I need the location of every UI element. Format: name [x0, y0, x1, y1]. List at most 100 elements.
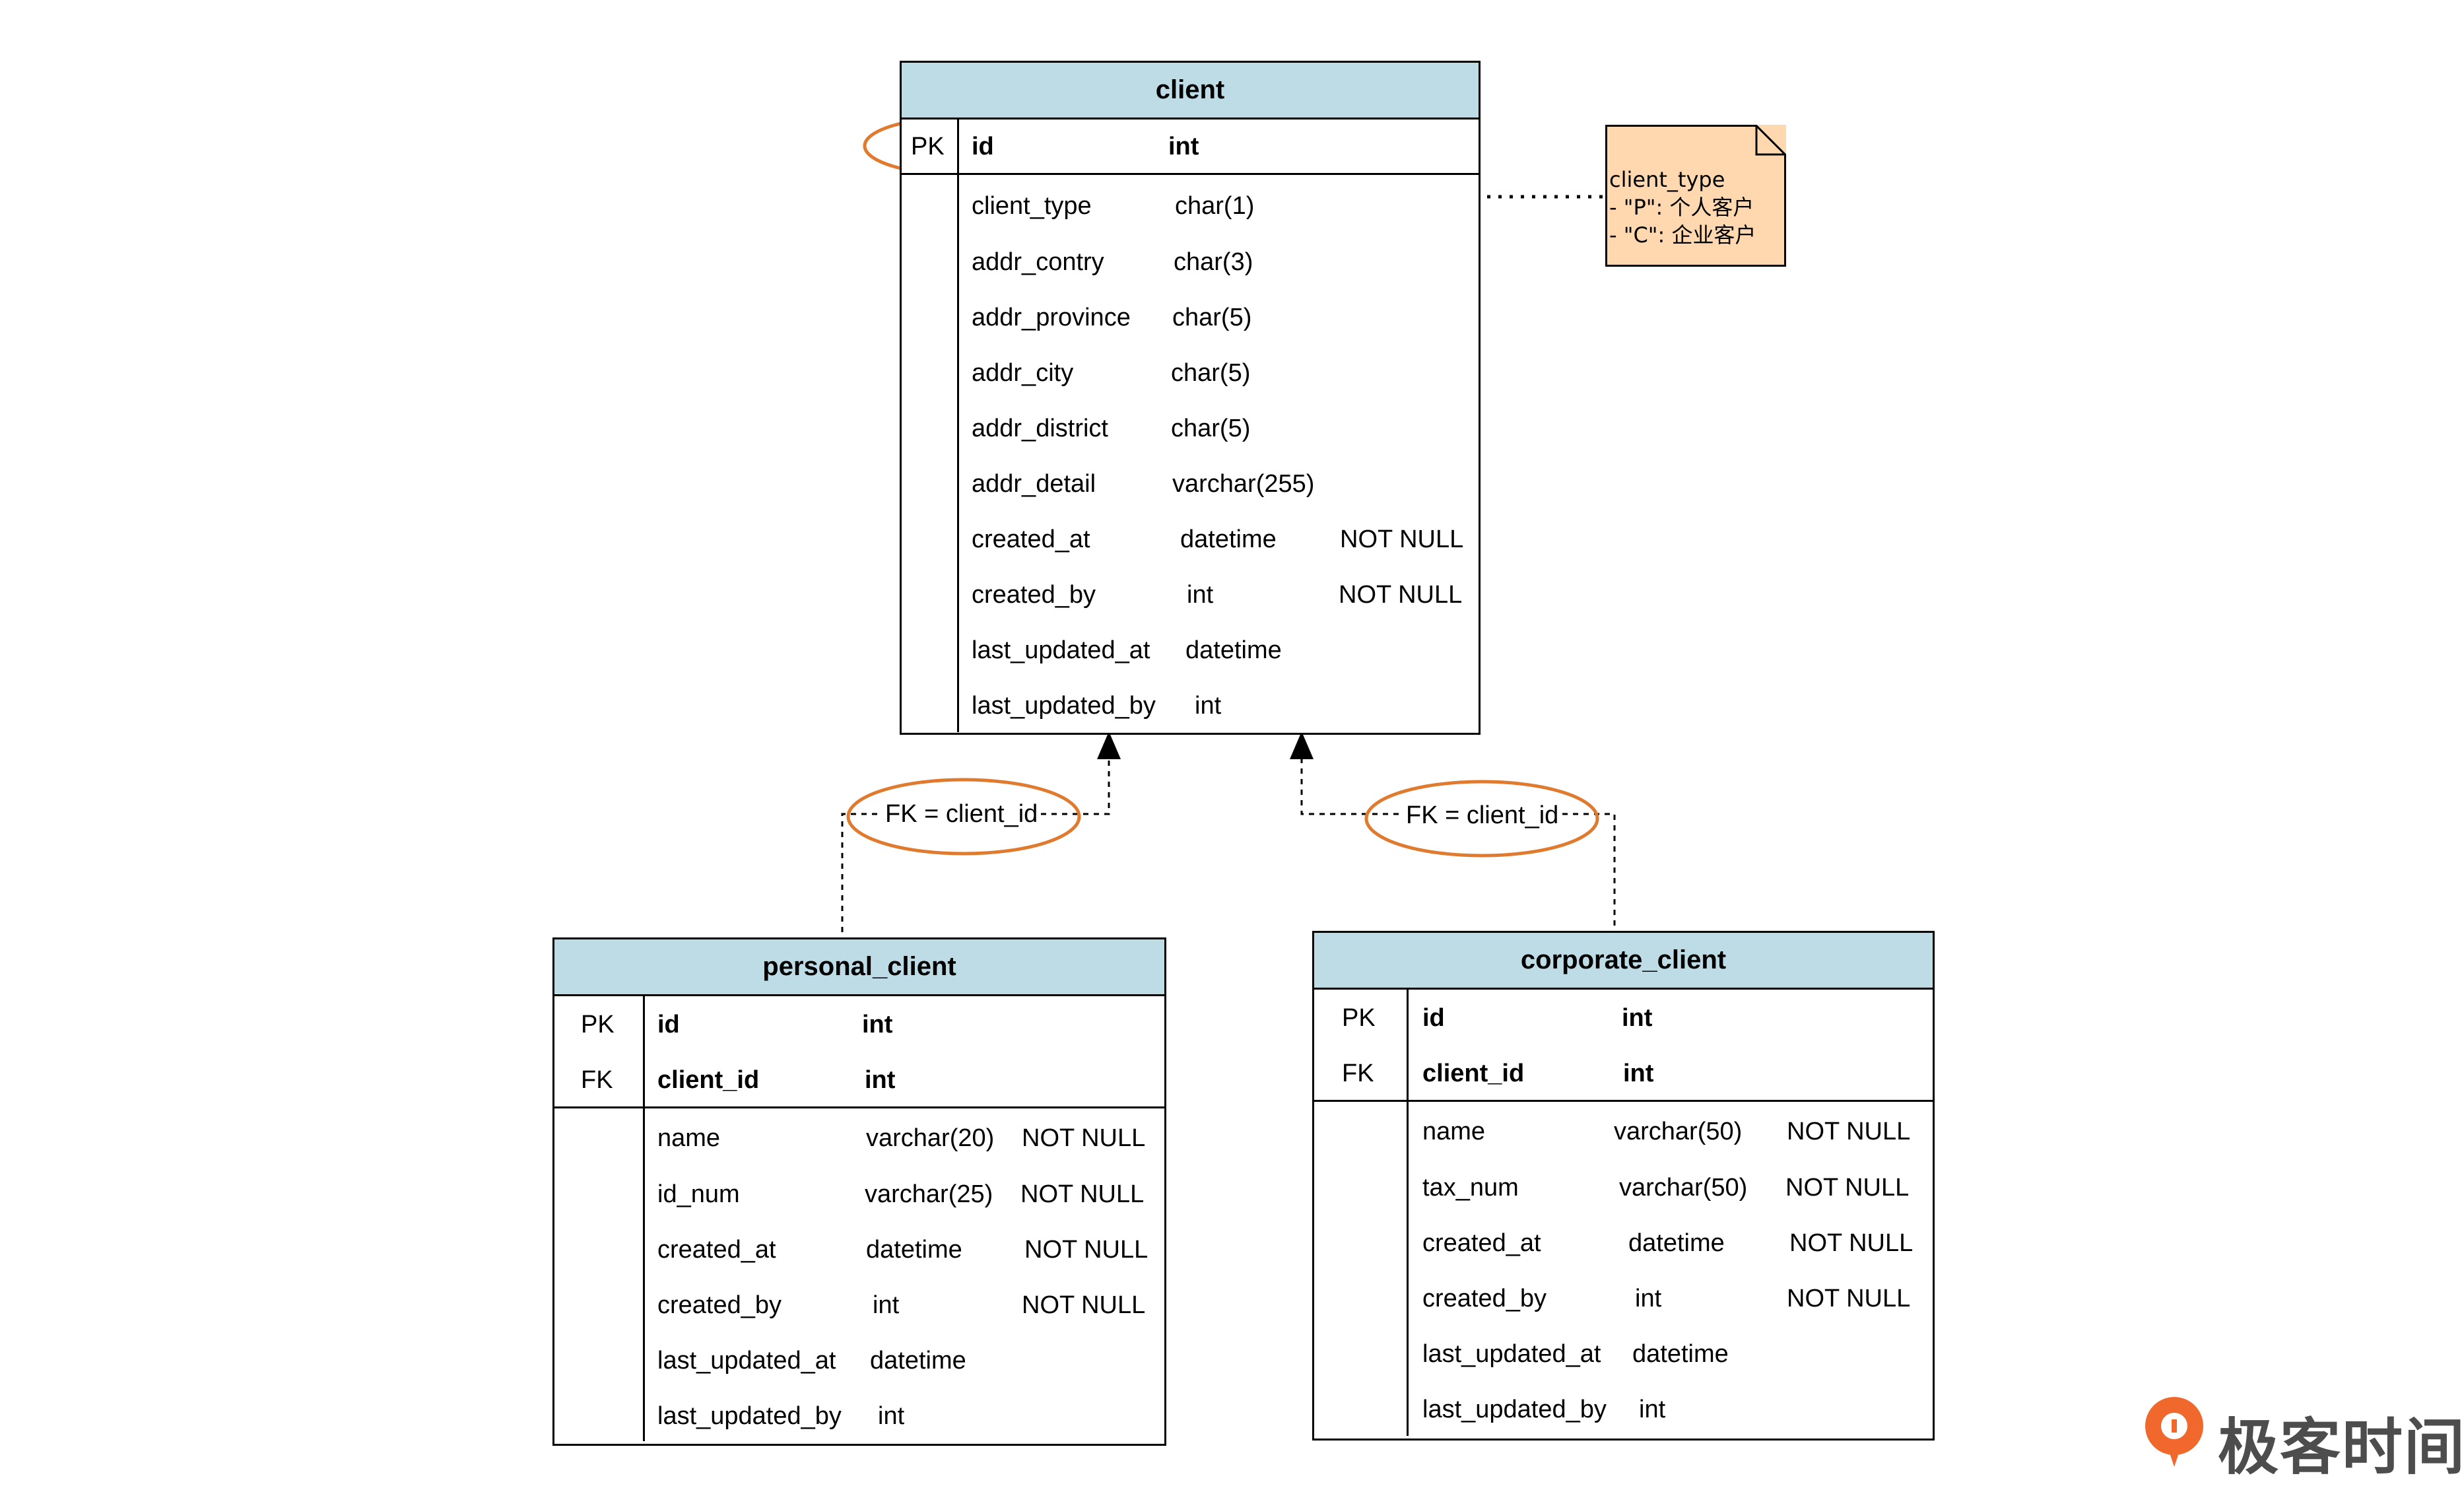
field-name: last_updated_at [1422, 1340, 1601, 1368]
field-type: datetime [870, 1347, 966, 1374]
field-row: addr_province char(5) [902, 287, 1479, 342]
relation-arrow-personal [1097, 731, 1121, 759]
field-row: tax_num varchar(50) NOT NULL [1314, 1158, 1933, 1213]
field-name: id [1422, 1004, 1445, 1032]
relation-label-corporate: FK = client_id [1403, 801, 1562, 830]
field-row: last_updated_by int [554, 1386, 1164, 1442]
field-name: created_at [657, 1236, 776, 1264]
field-constraint: NOT NULL [1022, 1291, 1146, 1319]
highlight-fk-corporate [1364, 780, 1599, 858]
key-marker: PK [581, 1011, 615, 1038]
field-type: int [1639, 1396, 1666, 1423]
field-type: datetime [1180, 526, 1277, 553]
field-type: datetime [1185, 636, 1282, 664]
note-text: client_type - "P": 个人客户 - "C": 企业客户 [1609, 166, 1756, 249]
key-row: PK id int [902, 119, 1479, 173]
field-row: created_by int NOT NULL [554, 1275, 1164, 1331]
note-line: - "P": 个人客户 [1609, 195, 1754, 220]
field-row: name varchar(50) NOT NULL [1314, 1102, 1933, 1158]
field-name: addr_district [972, 415, 1108, 442]
field-row: created_at datetime NOT NULL [902, 508, 1479, 564]
relation-line-personal [841, 753, 1110, 932]
field-type: int [1195, 692, 1222, 720]
field-name: addr_detail [972, 470, 1096, 498]
field-constraint: NOT NULL [1339, 581, 1463, 609]
field-row: addr_detail varchar(255) [902, 453, 1479, 508]
field-name: name [1422, 1118, 1486, 1145]
field-name: addr_province [972, 304, 1131, 331]
note-line: - "C": 企业客户 [1609, 222, 1756, 248]
field-row: last_updated_by int [1314, 1380, 1933, 1435]
field-type: char(5) [1171, 415, 1251, 442]
field-name: client_type [972, 192, 1092, 220]
field-type: datetime [1628, 1229, 1725, 1257]
table-title: client [902, 63, 1479, 119]
field-row: last_updated_by int [902, 675, 1479, 730]
field-name: created_by [972, 581, 1096, 609]
key-section: PK id int [902, 119, 1479, 175]
field-name: id [972, 133, 994, 160]
field-type: varchar(25) [865, 1180, 993, 1208]
field-constraint: NOT NULL [1022, 1124, 1146, 1152]
field-type: varchar(50) [1619, 1174, 1748, 1202]
field-row: addr_contry char(3) [902, 231, 1479, 287]
field-constraint: NOT NULL [1785, 1174, 1910, 1202]
field-section: client_type char(1) addr_contry char(3) … [902, 175, 1479, 735]
field-name: name [657, 1124, 721, 1152]
field-type: char(5) [1172, 304, 1252, 331]
field-name: id [657, 1011, 680, 1038]
field-section: name varchar(20) NOT NULL id_num varchar… [554, 1108, 1164, 1444]
field-constraint: NOT NULL [1020, 1180, 1145, 1208]
field-constraint: NOT NULL [1789, 1229, 1914, 1257]
field-type: int [1168, 133, 1199, 160]
field-constraint: NOT NULL [1340, 526, 1464, 553]
field-row: addr_district char(5) [902, 397, 1479, 453]
key-row: PK id int [554, 996, 1164, 1052]
key-marker: PK [911, 133, 945, 160]
field-name: tax_num [1422, 1174, 1519, 1202]
field-type: int [873, 1291, 900, 1319]
field-name: id_num [657, 1180, 740, 1208]
table-corporate-client: corporate_client PK id int FK client_id … [1312, 931, 1935, 1441]
field-name: addr_city [972, 359, 1074, 387]
field-type: char(5) [1171, 359, 1251, 387]
field-row: last_updated_at datetime [554, 1331, 1164, 1386]
field-row: addr_city char(5) [902, 342, 1479, 397]
key-marker: FK [581, 1066, 613, 1094]
field-name: last_updated_at [972, 636, 1150, 664]
field-name: last_updated_by [657, 1402, 842, 1430]
table-client: client PK id int client_type char(1) add… [900, 61, 1481, 735]
relation-label-personal: FK = client_id [882, 800, 1041, 829]
field-constraint: NOT NULL [1787, 1285, 1911, 1312]
field-type: varchar(50) [1614, 1118, 1743, 1145]
field-name: last_updated_at [657, 1347, 836, 1374]
field-type: int [1635, 1285, 1662, 1312]
field-type: int [1622, 1004, 1653, 1032]
field-row: created_at datetime NOT NULL [1314, 1213, 1933, 1269]
key-section: PK id int FK client_id int [554, 996, 1164, 1108]
field-type: int [1623, 1060, 1654, 1087]
field-row: client_type char(1) [902, 175, 1479, 231]
field-row: id_num varchar(25) NOT NULL [554, 1165, 1164, 1220]
field-type: int [862, 1011, 893, 1038]
field-constraint: NOT NULL [1024, 1236, 1149, 1264]
field-type: int [1187, 581, 1214, 609]
table-personal-client: personal_client PK id int FK client_id i… [552, 937, 1166, 1446]
field-name: last_updated_by [972, 692, 1156, 720]
field-type: varchar(255) [1172, 470, 1315, 498]
field-type: varchar(20) [866, 1124, 995, 1152]
client-type-note: client_type - "P": 个人客户 - "C": 企业客户 [1605, 125, 1786, 267]
field-row: created_at datetime NOT NULL [554, 1220, 1164, 1275]
field-type: char(3) [1174, 248, 1253, 276]
highlight-fk-personal [846, 778, 1081, 856]
field-row: last_updated_at datetime [1314, 1324, 1933, 1380]
field-constraint: NOT NULL [1787, 1118, 1911, 1145]
key-row: PK id int [1314, 990, 1933, 1045]
relation-arrow-corporate [1290, 731, 1314, 759]
note-shape [1605, 125, 1786, 267]
key-row: FK client_id int [1314, 1045, 1933, 1101]
field-name: created_at [1422, 1229, 1541, 1257]
note-line: client_type [1609, 167, 1725, 192]
brand-logo-text: 极客时间 [2218, 1412, 2464, 1483]
